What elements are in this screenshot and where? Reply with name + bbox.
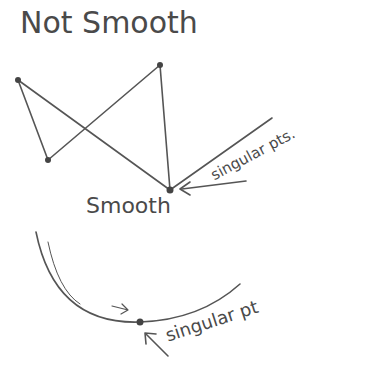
leader-arrow bbox=[182, 181, 246, 189]
curve-label: Smooth bbox=[86, 194, 171, 218]
sketch-stroke bbox=[48, 242, 80, 304]
arrow-head bbox=[180, 182, 190, 195]
bowtie-edge bbox=[18, 80, 170, 190]
arrow-head bbox=[145, 333, 156, 344]
heading: Not Smooth bbox=[20, 6, 198, 39]
bowtie-edge bbox=[18, 80, 48, 160]
corner-dot bbox=[45, 157, 51, 163]
smooth-curve bbox=[36, 232, 240, 322]
corner-dot bbox=[157, 62, 163, 68]
leader-arrow bbox=[146, 334, 168, 356]
bowtie-edge bbox=[48, 65, 160, 160]
singular-point bbox=[167, 187, 174, 194]
singular-point bbox=[137, 319, 144, 326]
bowtie-edge bbox=[160, 65, 170, 190]
corner-dot bbox=[15, 77, 21, 83]
direction-arrow bbox=[112, 304, 128, 314]
